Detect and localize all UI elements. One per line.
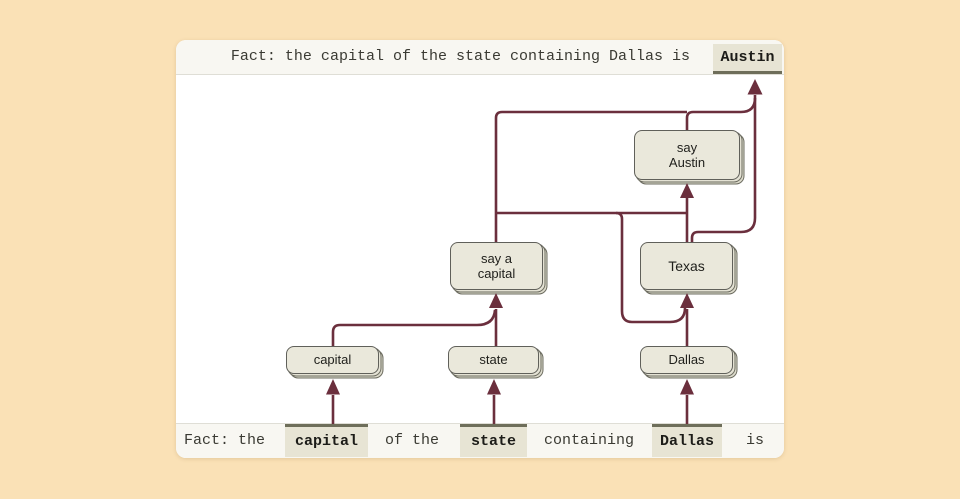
prompt-bar: Fact: the capital of the state containin…: [176, 40, 784, 75]
node-texas[interactable]: Texas: [640, 242, 733, 290]
arrowhead-into-austin: [747, 79, 763, 95]
node-label: capital: [477, 266, 516, 281]
prompt-token-state[interactable]: state: [460, 424, 527, 457]
arrowhead-into-capital: [326, 379, 340, 395]
node-state[interactable]: state: [448, 346, 539, 374]
edge-capital-to-say-a-capital: [331, 309, 497, 346]
arrowhead-into-say-a-capital: [489, 293, 503, 308]
node-label: say: [676, 139, 698, 155]
node-label: Dallas: [668, 352, 705, 368]
token-bar-text: Fact: the: [184, 432, 266, 449]
node-capital[interactable]: capital: [286, 346, 379, 374]
node-dallas[interactable]: Dallas: [640, 346, 733, 374]
edge-say-austin-to-austin: [685, 97, 757, 130]
arrowhead-into-texas: [680, 293, 694, 308]
node-say-a-capital[interactable]: say a capital: [450, 242, 543, 290]
token-bar-text: of the: [385, 432, 440, 449]
node-label: state: [479, 352, 508, 368]
node-label: Texas: [668, 257, 705, 274]
arrowhead-into-dallas: [680, 379, 694, 395]
answer-token-austin[interactable]: Austin: [713, 44, 782, 74]
node-label: say a: [480, 250, 513, 266]
attribution-graph-card: Fact: the capital of the state containin…: [176, 40, 784, 458]
prompt-token-capital[interactable]: capital: [285, 424, 368, 457]
arrowhead-into-say-austin: [680, 183, 694, 198]
token-bar: Fact: the capital of the state containin…: [176, 423, 784, 458]
prompt-token-dallas[interactable]: Dallas: [652, 424, 722, 457]
prompt-text: Fact: the capital of the state containin…: [230, 48, 690, 65]
node-say-austin[interactable]: say Austin: [634, 130, 740, 180]
arrowhead-into-state: [487, 379, 501, 395]
node-label: Austin: [668, 155, 706, 170]
token-bar-text: containing: [544, 432, 635, 449]
token-bar-text: is: [746, 432, 765, 449]
node-label: capital: [313, 352, 352, 368]
